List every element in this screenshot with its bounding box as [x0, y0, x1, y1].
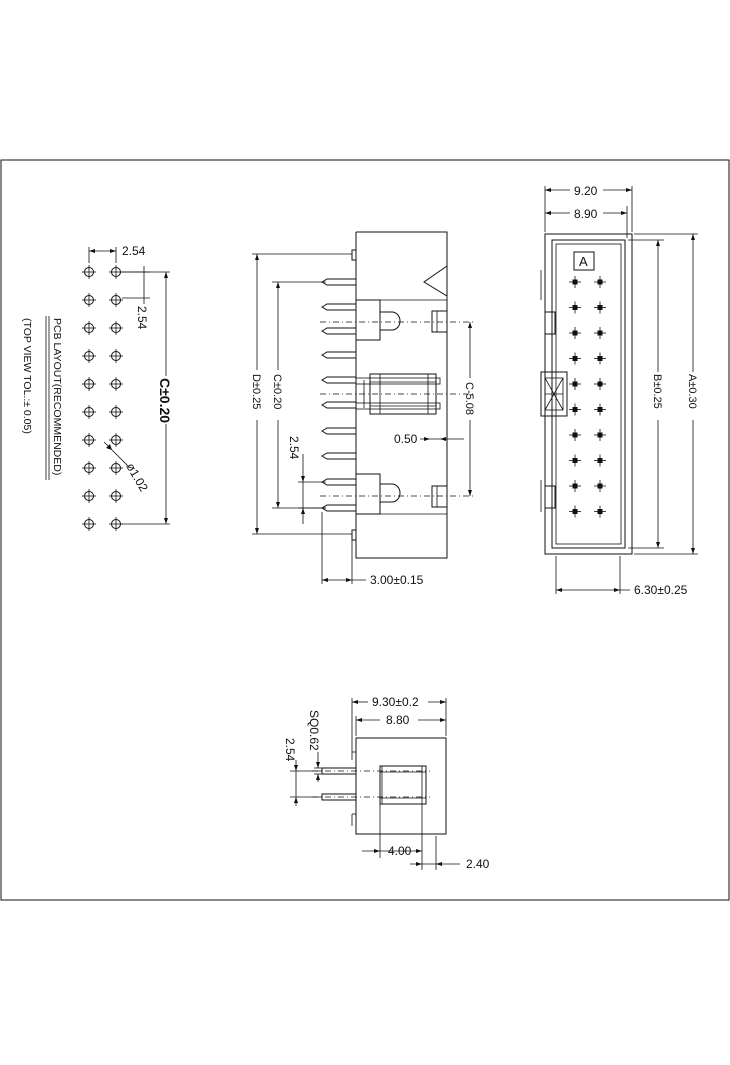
- side-dim-c-label: C±0.20: [271, 374, 283, 409]
- front-dim-b-label: B±0.25: [651, 374, 663, 409]
- pcb-hole: [82, 433, 96, 447]
- side-dim-c508-label: C-5.08: [463, 382, 475, 415]
- front-pin: [594, 480, 606, 492]
- front-pin: [569, 454, 581, 467]
- pcb-hole: [82, 405, 96, 419]
- front-pin: [569, 403, 581, 416]
- front-pin: [569, 429, 581, 441]
- pcb-hole: [109, 321, 123, 335]
- side-pin-row: [321, 278, 441, 512]
- pcb-hole: [82, 293, 96, 307]
- pcb-hole: [109, 293, 123, 307]
- front-pin: [594, 454, 606, 467]
- front-pin: [569, 505, 581, 518]
- front-pin: [594, 505, 606, 518]
- pcb-layout-note: PCB LAYOUT(RECOMMENDED): [51, 318, 63, 475]
- end-offset-label: 2.40: [466, 857, 490, 871]
- side-dim-pitch-label: 2.54: [287, 436, 301, 460]
- side-pin: [321, 278, 357, 286]
- end-pin-square-label: SQ0.62: [307, 710, 321, 751]
- side-pin: [321, 504, 357, 512]
- front-pin: [594, 429, 606, 441]
- end-width-body-label: 8.80: [386, 713, 410, 727]
- pcb-pitch-top-label: 2.54: [122, 244, 146, 258]
- pcb-hole-grid: [82, 265, 123, 531]
- side-pin: [321, 401, 357, 409]
- pcb-hole: [82, 321, 96, 335]
- pcb-hole: [82, 517, 96, 531]
- side-pin: [321, 452, 357, 460]
- front-pin: [569, 480, 581, 492]
- pcb-pitch-side-label: 2.54: [135, 306, 149, 330]
- end-pitch-label: 2.54: [283, 738, 297, 762]
- side-pin: [321, 376, 357, 384]
- side-dim-pin-width-label: 0.50: [394, 432, 418, 446]
- side-dim-tail-label: 3.00±0.15: [370, 573, 424, 587]
- pcb-hole: [109, 377, 123, 391]
- side-dim-d-label: D±0.25: [250, 374, 262, 409]
- front-pin: [569, 301, 581, 314]
- side-pin-inner: [355, 402, 441, 410]
- front-dim-a-label: A±0.30: [686, 374, 698, 409]
- front-pin: [569, 327, 581, 339]
- pcb-hole: [109, 405, 123, 419]
- pcb-hole: [82, 377, 96, 391]
- pcb-layout-view: 2.54 2.54 ø1.02 C±0.20 PCB LAYOUT(RECOMM…: [21, 244, 173, 531]
- pcb-span-label: C±0.20: [157, 378, 173, 423]
- end-pin-length-label: 4.00: [388, 844, 412, 858]
- pcb-hole: [109, 265, 123, 279]
- side-pin: [321, 478, 357, 486]
- front-pin: [594, 301, 606, 314]
- pcb-hole: [109, 433, 123, 447]
- front-dim-depth-label: 6.30±0.25: [634, 583, 688, 597]
- front-width-outer-label: 9.20: [574, 184, 598, 198]
- pcb-hole: [82, 265, 96, 279]
- sheet-frame: [0, 159, 730, 901]
- side-pin: [321, 427, 357, 435]
- front-width-inner-label: 8.90: [574, 207, 598, 221]
- end-view: 9.30±0.2 8.80 SQ0.62 2.54 4.00: [283, 695, 490, 871]
- pcb-hole: [82, 489, 96, 503]
- pin-one-marker: [573, 251, 595, 271]
- side-pin: [321, 303, 357, 311]
- pcb-tolerance-note: (TOP VIEW TOL.:± 0.05): [21, 318, 33, 434]
- end-width-total-label: 9.30±0.2: [372, 695, 419, 709]
- pcb-hole: [109, 489, 123, 503]
- front-pin: [594, 327, 606, 339]
- front-view: A 9.20 8.90 B±0.25 A±0.30: [540, 184, 698, 597]
- front-pin: [569, 378, 581, 390]
- side-view: D±0.25 C±0.20 C-5.08 2.54 0.50 3.00: [250, 231, 476, 587]
- front-pin: [569, 352, 581, 365]
- front-pin: [594, 352, 606, 365]
- pcb-hole: [109, 517, 123, 531]
- side-pin: [321, 327, 357, 335]
- pcb-hole: [82, 349, 96, 363]
- front-pin: [569, 276, 581, 288]
- pcb-hole: [109, 349, 123, 363]
- pcb-hole-diameter-label: ø1.02: [123, 461, 151, 495]
- front-pin: [594, 403, 606, 416]
- side-pin-inner: [355, 377, 441, 385]
- front-pin-grid: [569, 276, 606, 518]
- front-pin: [594, 276, 606, 288]
- front-pin: [594, 378, 606, 390]
- side-pin: [321, 351, 357, 359]
- pin-one-marker-label: A: [579, 254, 588, 269]
- pcb-hole: [82, 461, 96, 475]
- pcb-hole: [109, 461, 123, 475]
